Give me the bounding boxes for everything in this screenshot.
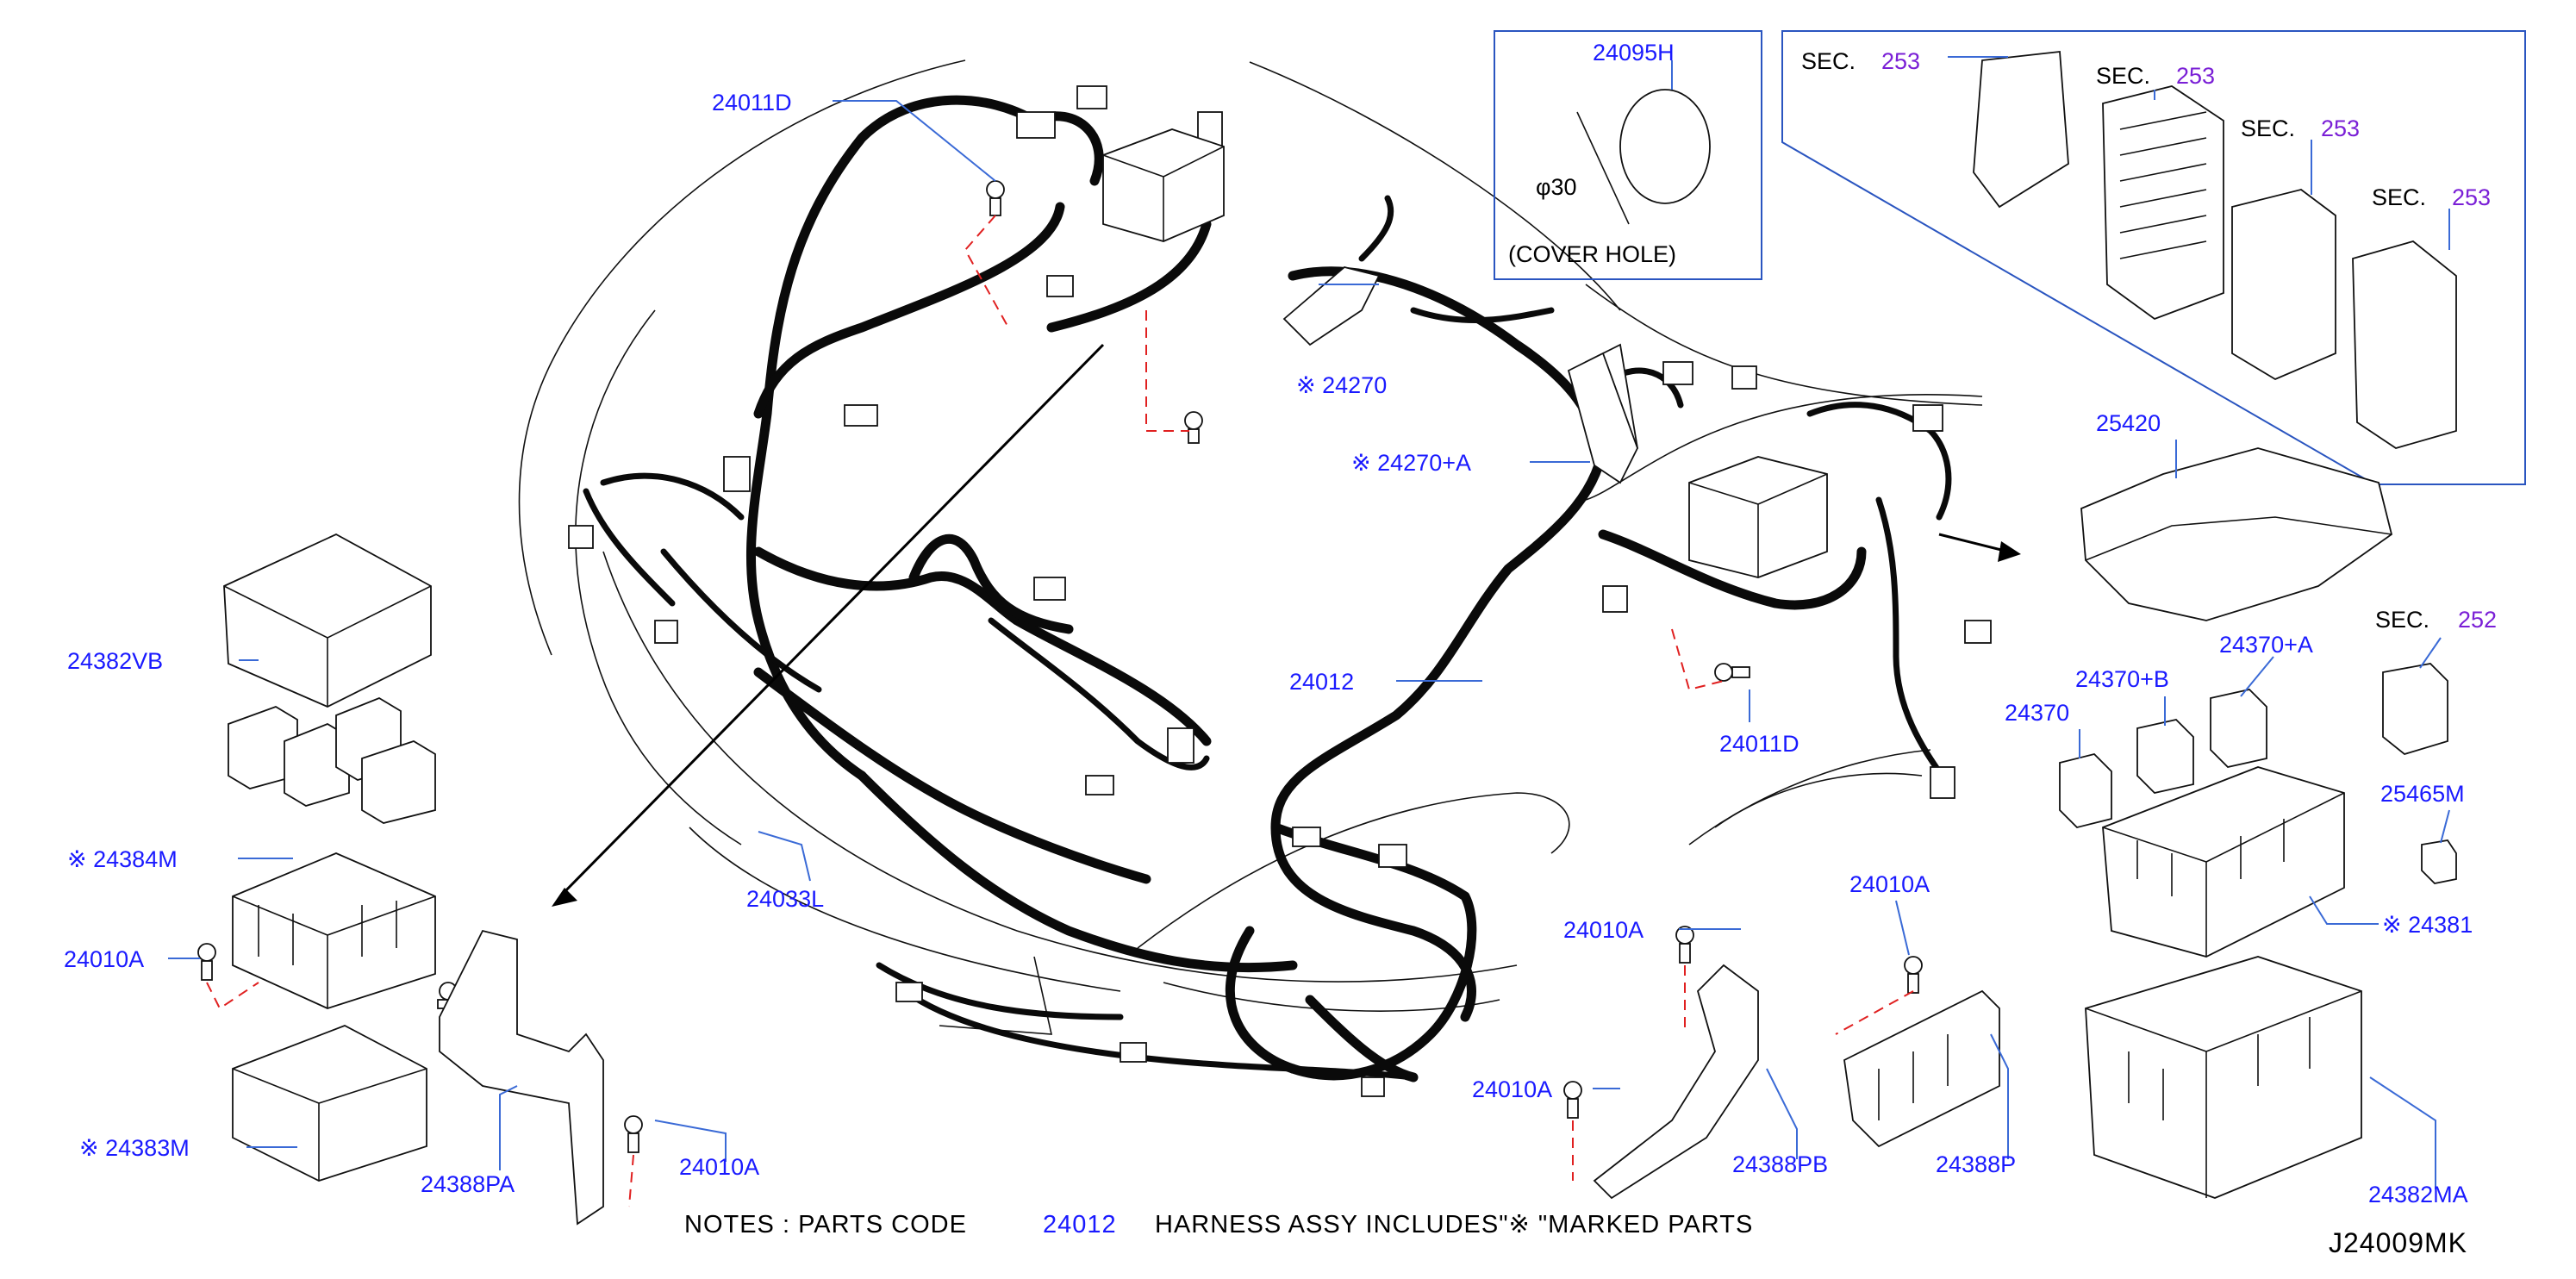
label-sec-2-number: 253 bbox=[2176, 63, 2215, 89]
label-sec-252-number: 252 bbox=[2458, 607, 2497, 633]
fuse-24370 bbox=[2059, 753, 2112, 828]
box-24384M bbox=[232, 852, 436, 1009]
label-24388P: 24388P bbox=[1936, 1151, 2016, 1177]
label-25420: 25420 bbox=[2096, 410, 2161, 436]
fuse-24370A bbox=[2210, 689, 2267, 768]
label-24011D-mid: 24011D bbox=[1719, 731, 1799, 757]
label-24388PA: 24388PA bbox=[421, 1171, 515, 1197]
box-24382MA bbox=[2085, 956, 2362, 1199]
label-24010A-center-1: 24010A bbox=[1563, 917, 1644, 943]
fuse-24370B bbox=[2136, 719, 2194, 794]
section-253-inset bbox=[1781, 30, 2526, 485]
label-24033L: 24033L bbox=[746, 886, 824, 912]
label-sec-3-number: 253 bbox=[2321, 115, 2360, 141]
label-24370A: 24370+A bbox=[2219, 632, 2313, 658]
label-sec-3: SEC. bbox=[2241, 115, 2295, 141]
part-labels: 24011D 24095H φ30 (COVER HOLE) SEC. 253 … bbox=[64, 40, 2497, 1207]
harness-brackets bbox=[1282, 266, 1638, 484]
box-24383M bbox=[232, 1025, 427, 1182]
notes-line: NOTES : PARTS CODE 24012 HARNESS ASSY IN… bbox=[684, 1211, 1753, 1238]
label-24095H: 24095H bbox=[1593, 40, 1675, 66]
fuse-block-24381 bbox=[2102, 766, 2345, 958]
label-24370B: 24370+B bbox=[2075, 666, 2169, 692]
bracket-24388P bbox=[1843, 989, 2000, 1148]
label-24382MA: 24382MA bbox=[2368, 1182, 2468, 1207]
top-junction-block bbox=[1102, 128, 1225, 242]
assembly-dashed-lines bbox=[206, 215, 1914, 1207]
label-24010A-center-2: 24010A bbox=[1849, 871, 1930, 897]
bracket-24388PB bbox=[1593, 964, 1759, 1200]
label-24010A-bottom: 24010A bbox=[679, 1154, 759, 1180]
notes-prefix: NOTES : PARTS CODE bbox=[684, 1211, 967, 1238]
label-phi30: φ30 bbox=[1536, 174, 1577, 200]
label-sec-252: SEC. bbox=[2375, 607, 2429, 633]
bracket-24388PA bbox=[439, 929, 604, 1226]
label-24270: ※ 24270 bbox=[1296, 372, 1387, 398]
label-24381: ※ 24381 bbox=[2382, 912, 2473, 938]
direction-arrows bbox=[552, 343, 2021, 907]
label-24270A: ※ 24270+A bbox=[1351, 450, 1471, 476]
leader-lines bbox=[168, 56, 2450, 1189]
label-sec-4-number: 253 bbox=[2452, 184, 2491, 210]
label-sec-1-number: 253 bbox=[1881, 48, 1920, 74]
cover-24382VB bbox=[223, 533, 432, 708]
label-25465M: 25465M bbox=[2380, 781, 2465, 807]
fuse-25465M bbox=[2421, 839, 2457, 884]
label-cover-hole: (COVER HOLE) bbox=[1508, 241, 1676, 267]
label-24384M: ※ 24384M bbox=[67, 846, 178, 872]
label-24383M: ※ 24383M bbox=[79, 1135, 190, 1161]
cover-25420 bbox=[2080, 447, 2393, 621]
label-24010A-left: 24010A bbox=[64, 946, 144, 972]
diagram-reference: J24009MK bbox=[2329, 1227, 2467, 1258]
label-24010A-mid: 24010A bbox=[1472, 1076, 1552, 1102]
label-24370: 24370 bbox=[2005, 700, 2069, 726]
label-24382VB: 24382VB bbox=[67, 648, 163, 674]
harness-connectors bbox=[568, 85, 1992, 1097]
main-harness bbox=[583, 95, 1952, 1082]
label-24011D-top: 24011D bbox=[712, 90, 792, 115]
label-sec-1: SEC. bbox=[1801, 48, 1856, 74]
label-24012: 24012 bbox=[1289, 669, 1354, 695]
label-24388PB: 24388PB bbox=[1732, 1151, 1828, 1177]
label-sec-2: SEC. bbox=[2096, 63, 2150, 89]
cover-hole-inset bbox=[1494, 30, 1762, 280]
relays-cluster bbox=[228, 696, 436, 824]
notes-suffix: HARNESS ASSY INCLUDES"※ "MARKED PARTS bbox=[1155, 1211, 1753, 1238]
relay-sec252 bbox=[2382, 663, 2448, 755]
notes-parts-code: 24012 bbox=[1043, 1211, 1117, 1238]
label-sec-4: SEC. bbox=[2372, 184, 2426, 210]
